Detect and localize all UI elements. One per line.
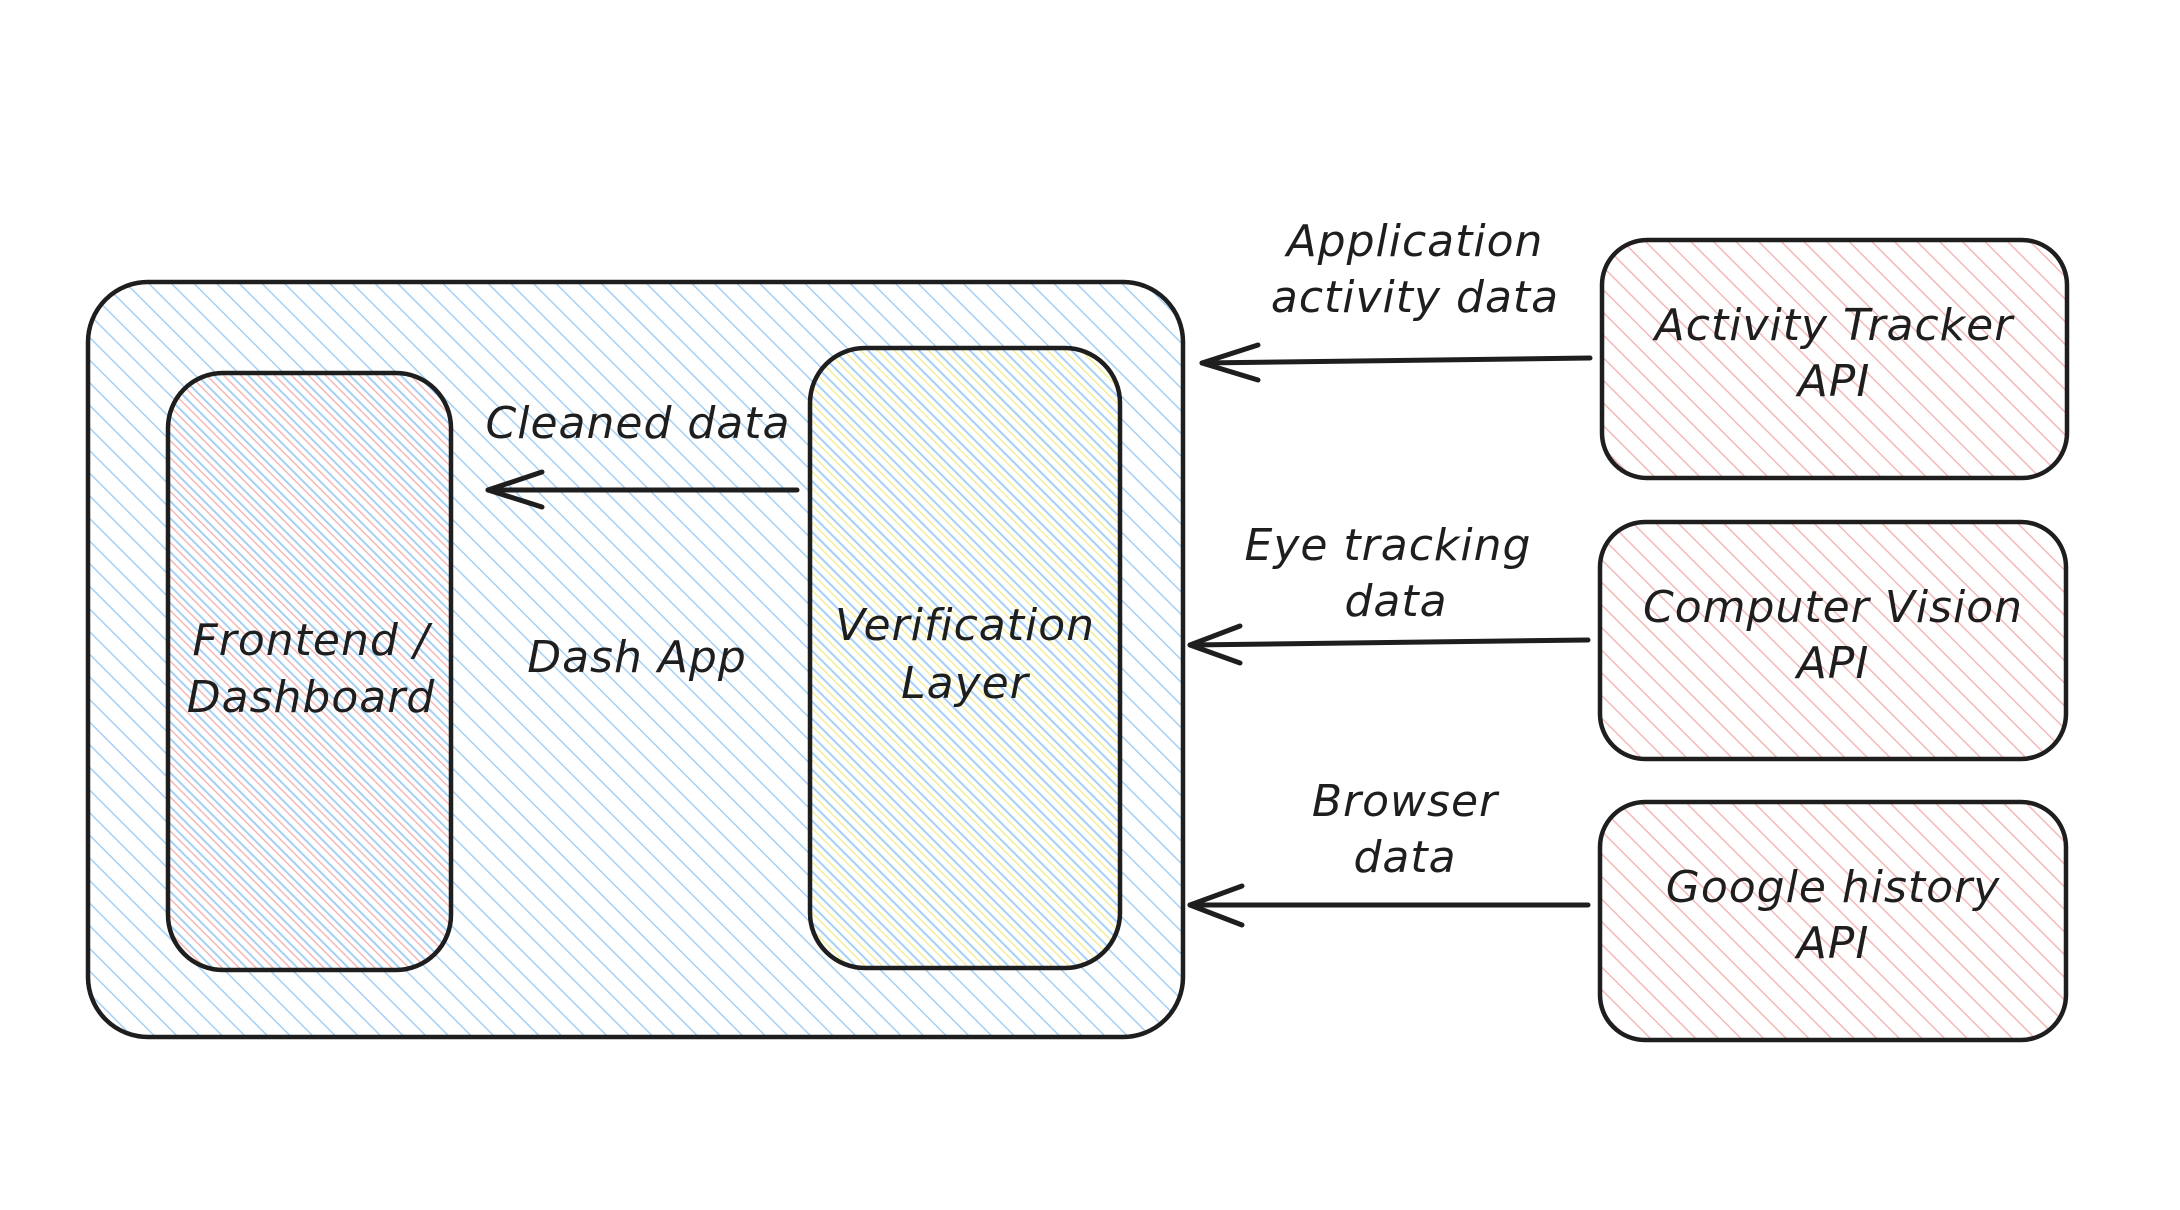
frontend-label-line2: Dashboard [187,672,436,723]
dash-app-label: Dash App [527,632,747,683]
eye-tracking-label-line2: data [1344,576,1447,627]
google-history-label-line1: Google history [1666,862,2000,913]
browser-label-line2: data [1353,832,1456,883]
arrow-eye-tracking [1187,623,1591,666]
application-activity-label-line2: activity data [1271,272,1559,323]
activity-tracker-label-line1: Activity Tracker [1652,300,2016,351]
arrow-browser [1187,883,1591,928]
eye-tracking-label-line1: Eye tracking [1245,520,1532,571]
google-history-api-box [1597,799,2069,1043]
computer-vision-label-line2: API [1794,638,1870,689]
verification-label-line2: Layer [901,658,1031,709]
frontend-dashboard-box [165,370,454,973]
computer-vision-label-line1: Computer Vision [1643,582,2023,633]
activity-tracker-api-box [1599,237,2070,481]
verification-label-line1: Verification [835,600,1095,651]
computer-vision-api-box [1597,519,2069,762]
arrow-application-activity [1199,342,1593,383]
cleaned-data-label: Cleaned data [486,398,791,449]
browser-label-line1: Browser [1312,776,1500,827]
activity-tracker-label-line2: API [1795,356,1871,407]
verification-layer-box [807,345,1123,971]
google-history-label-line2: API [1794,918,1870,969]
application-activity-label-line1: Application [1284,216,1544,267]
arrow-cleaned-data [485,469,800,510]
frontend-label-line1: Frontend / [192,615,432,666]
